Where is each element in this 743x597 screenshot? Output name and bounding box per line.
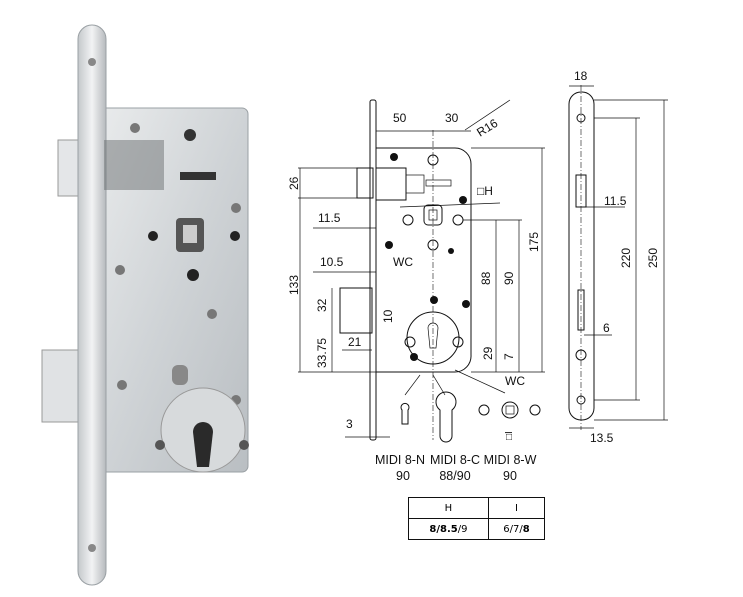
dim-33-75: 33.75 bbox=[315, 338, 329, 368]
dim-10-5: 10.5 bbox=[320, 255, 344, 269]
side-dim-11-5: 11.5 bbox=[604, 194, 627, 208]
cell-i-values: 6/7/8 bbox=[487, 518, 546, 540]
cell-h-values: 8/8.5/9 bbox=[408, 518, 489, 540]
header-h: H bbox=[408, 497, 489, 519]
dim-26: 26 bbox=[287, 176, 301, 190]
side-dim-250: 250 bbox=[646, 248, 660, 268]
dim-7: 7 bbox=[502, 353, 516, 360]
side-dim-18: 18 bbox=[574, 69, 588, 83]
variant-name: MIDI 8-W bbox=[484, 453, 537, 467]
dim-88: 88 bbox=[479, 271, 493, 285]
h-normal-values: /9 bbox=[457, 523, 468, 535]
faceplate bbox=[77, 24, 107, 586]
side-view-drawing bbox=[568, 85, 668, 430]
dim-wc-bottom: WC bbox=[505, 374, 525, 388]
spec-table: H I 8/8.5/9 6/7/8 bbox=[408, 497, 546, 540]
dim-175: 175 bbox=[527, 232, 541, 252]
dim-i-square: □I bbox=[504, 431, 515, 440]
table-row: 8/8.5/9 6/7/8 bbox=[408, 518, 546, 540]
dim-29: 29 bbox=[481, 346, 495, 360]
dim-3: 3 bbox=[346, 417, 353, 431]
i-normal-values: 6/7/ bbox=[503, 523, 523, 535]
variant-value: 88/90 bbox=[439, 469, 470, 483]
dim-133: 133 bbox=[287, 275, 301, 295]
variant-value: 90 bbox=[396, 469, 410, 483]
front-view-drawing bbox=[298, 99, 545, 443]
dim-30: 30 bbox=[445, 111, 459, 125]
i-bold-values: 8 bbox=[522, 523, 530, 535]
side-dim-6: 6 bbox=[603, 321, 610, 335]
dim-90: 90 bbox=[502, 271, 516, 285]
dim-r16: R16 bbox=[474, 116, 500, 140]
h-bold-values: 8/8.5 bbox=[429, 523, 458, 535]
dim-10: 10 bbox=[381, 309, 395, 323]
variant-value: 90 bbox=[503, 469, 517, 483]
variant-name: MIDI 8-N bbox=[375, 453, 425, 467]
side-dim-13-5: 13.5 bbox=[590, 431, 614, 445]
dim-50: 50 bbox=[393, 111, 407, 125]
variant-name: MIDI 8-C bbox=[430, 453, 480, 467]
dim-11-5: 11.5 bbox=[318, 211, 341, 225]
dim-21: 21 bbox=[348, 335, 362, 349]
dim-wc-top: WC bbox=[393, 255, 413, 269]
dim-32: 32 bbox=[315, 298, 329, 312]
header-i: I bbox=[487, 497, 546, 519]
side-dim-220: 220 bbox=[619, 248, 633, 268]
dim-h-square: □H bbox=[477, 184, 493, 198]
lock-photo bbox=[41, 24, 249, 586]
table-header-row: H I bbox=[408, 497, 546, 519]
